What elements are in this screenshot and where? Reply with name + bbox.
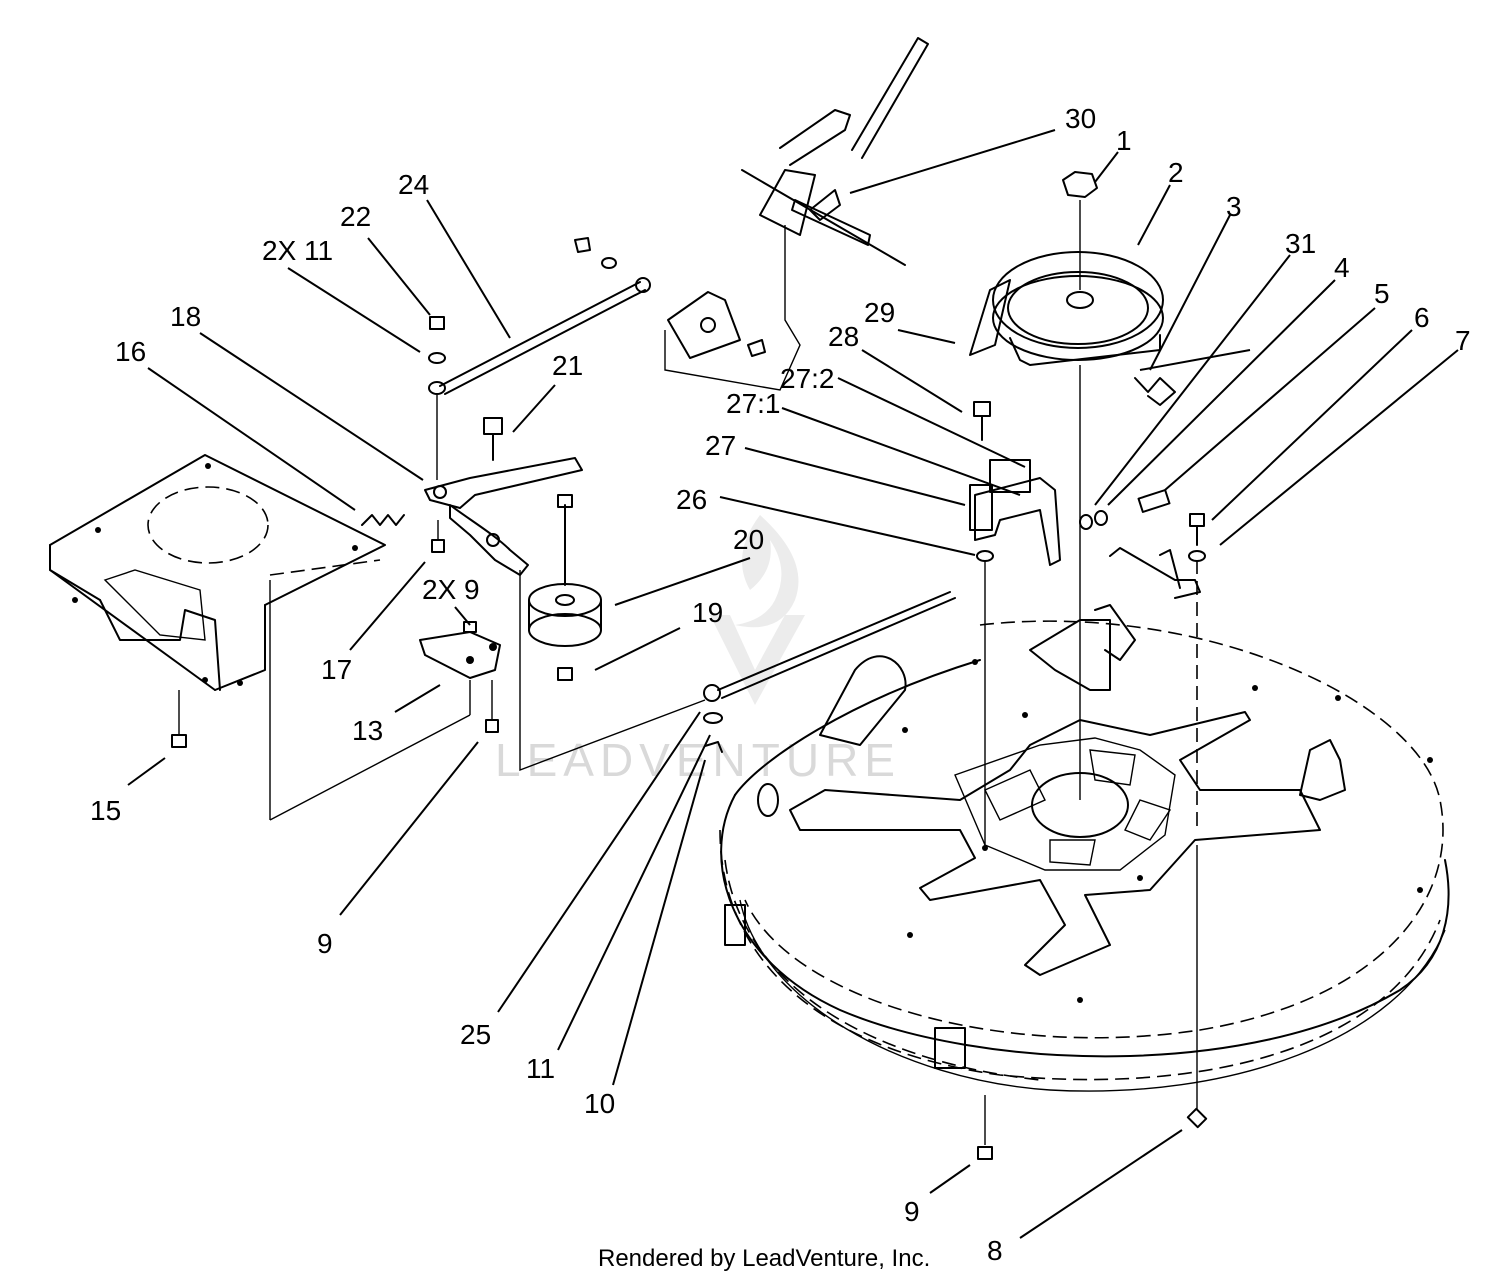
callout-13: 13 <box>352 715 383 746</box>
callout-2x-11: 2X 11 <box>262 235 333 266</box>
callout-2x-9: 2X 9 <box>422 574 480 605</box>
callout-27-1: 27:1 <box>726 388 781 419</box>
idler-bracket <box>969 459 1061 566</box>
control-rod-assembly <box>439 37 929 395</box>
callout-30: 30 <box>1065 103 1096 134</box>
callout-2: 2 <box>1168 157 1184 188</box>
callout-15: 15 <box>90 795 121 826</box>
center-lines <box>976 200 1208 1160</box>
callout-24: 24 <box>398 169 429 200</box>
leader-lines <box>127 129 1459 1239</box>
bellcrank-assembly <box>361 316 956 772</box>
callout-10: 10 <box>584 1088 615 1119</box>
callout-18: 18 <box>170 301 201 332</box>
callout-4: 4 <box>1334 252 1350 283</box>
callout-20: 20 <box>733 524 764 555</box>
callout-25: 25 <box>460 1019 491 1050</box>
watermark: LEADVENTURE <box>495 515 901 786</box>
callout-11: 11 <box>526 1053 555 1084</box>
callout-31: 31 <box>1285 228 1316 259</box>
callout-17: 17 <box>321 654 352 685</box>
callout-labels: 30 1 2 3 31 4 5 6 7 24 22 2X 11 18 16 21… <box>90 103 1471 1266</box>
callout-3: 3 <box>1226 191 1242 222</box>
callout-5: 5 <box>1374 278 1390 309</box>
callout-28: 28 <box>828 321 859 352</box>
footer-credit: Rendered by LeadVenture, Inc. <box>598 1245 930 1272</box>
callout-27: 27 <box>705 430 736 461</box>
callout-7: 7 <box>1455 325 1471 356</box>
callout-27-2: 27:2 <box>780 363 835 394</box>
callout-9-left: 9 <box>317 928 333 959</box>
deck-pulley <box>969 171 1176 441</box>
spring-assembly <box>1079 489 1206 830</box>
callout-29: 29 <box>864 297 895 328</box>
callout-26: 26 <box>676 484 707 515</box>
callout-22: 22 <box>340 201 371 232</box>
callout-16: 16 <box>115 336 146 367</box>
mounting-plate <box>49 454 471 821</box>
mower-deck <box>719 604 1450 1092</box>
watermark-text: LEADVENTURE <box>495 734 901 786</box>
callout-6: 6 <box>1414 302 1430 333</box>
callout-19: 19 <box>692 597 723 628</box>
callout-9-bottom: 9 <box>904 1196 920 1227</box>
callout-21: 21 <box>552 350 583 381</box>
callout-8: 8 <box>987 1235 1003 1266</box>
callout-1: 1 <box>1116 125 1132 156</box>
